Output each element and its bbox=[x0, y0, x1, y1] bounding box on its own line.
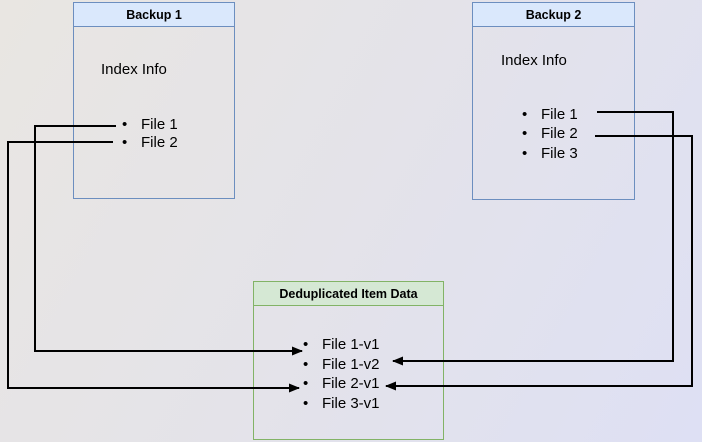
file-list-item: File 3 bbox=[521, 144, 578, 164]
backup-1-file-list: File 1File 2 bbox=[121, 116, 178, 152]
file-list-item: File 2 bbox=[521, 124, 578, 144]
file-list-item: File 3-v1 bbox=[302, 394, 380, 414]
file-list-item: File 2 bbox=[121, 134, 178, 152]
index-info-label: Index Info bbox=[101, 61, 167, 78]
file-list-item: File 1-v2 bbox=[302, 355, 380, 375]
backup-1-box: Backup 1 Index Info File 1File 2 bbox=[73, 2, 235, 199]
box-title: Backup 1 bbox=[126, 7, 182, 22]
dedup-file-list: File 1-v1File 1-v2File 2-v1File 3-v1 bbox=[302, 335, 380, 413]
index-info-label: Index Info bbox=[501, 52, 567, 69]
deduplicated-item-data-box: Deduplicated Item Data File 1-v1File 1-v… bbox=[253, 281, 444, 440]
backup-2-box: Backup 2 Index Info File 1File 2File 3 bbox=[472, 2, 635, 200]
dedup-title-bar: Deduplicated Item Data bbox=[254, 282, 443, 306]
backup-2-title-bar: Backup 2 bbox=[473, 3, 634, 27]
backup-1-title-bar: Backup 1 bbox=[74, 3, 234, 27]
file-list-item: File 1 bbox=[521, 105, 578, 125]
backup-2-file-list: File 1File 2File 3 bbox=[521, 105, 578, 163]
file-list-item: File 1-v1 bbox=[302, 335, 380, 355]
box-title: Backup 2 bbox=[525, 7, 582, 22]
file-list-item: File 1 bbox=[121, 116, 178, 134]
file-list-item: File 2-v1 bbox=[302, 374, 380, 394]
box-title: Deduplicated Item Data bbox=[279, 286, 418, 301]
